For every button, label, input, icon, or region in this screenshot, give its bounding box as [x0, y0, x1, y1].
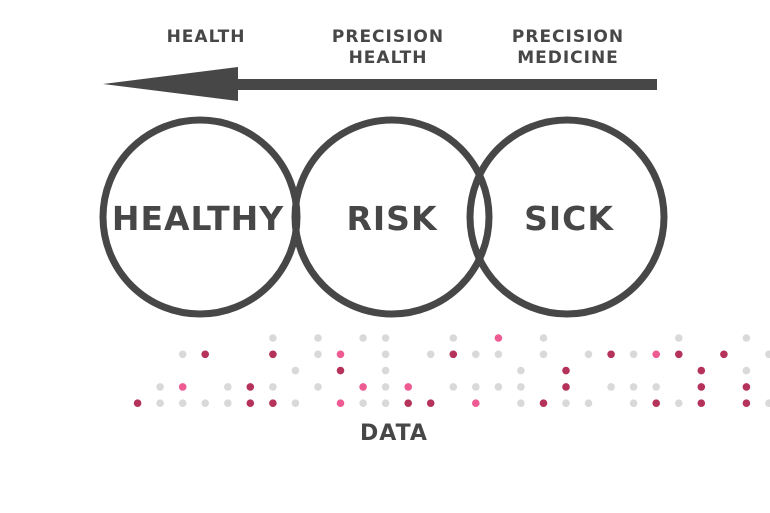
arrow-head [103, 67, 238, 101]
data-dot [652, 383, 660, 391]
data-dot [517, 366, 525, 375]
data-dot [336, 350, 345, 359]
data-dot [224, 399, 232, 408]
data-dot [314, 383, 322, 391]
data-dot [381, 383, 390, 391]
data-dot [517, 399, 525, 408]
data-dot [472, 383, 480, 391]
data-dot [765, 399, 770, 407]
data-dot [449, 350, 458, 359]
data-dot [291, 399, 300, 408]
data-dot [156, 383, 164, 391]
data-dot [494, 334, 503, 342]
data-dot [675, 399, 683, 408]
data-dot [336, 399, 345, 408]
data-dot [720, 350, 728, 359]
data-dot [607, 383, 615, 391]
data-dot [697, 399, 706, 408]
label-risk: RISK [346, 199, 437, 238]
data-dot [494, 350, 503, 359]
data-dot [201, 350, 209, 359]
data-dot [269, 350, 277, 359]
heading-precision-medicine-line1: PRECISION [512, 27, 624, 47]
data-dot [426, 350, 435, 359]
data-dot [381, 366, 390, 375]
data-dot [269, 334, 277, 342]
data-dot [607, 350, 615, 359]
data-dot [426, 399, 435, 408]
arrow-shaft [225, 79, 657, 90]
data-dot [381, 350, 390, 359]
data-dot [584, 350, 593, 359]
data-dot [517, 383, 525, 391]
heading-precision-health-line1: PRECISION [332, 27, 444, 47]
data-dot [675, 334, 683, 342]
data-dot [562, 399, 570, 408]
data-dot [336, 366, 345, 375]
data-dot [652, 399, 660, 408]
data-dot [742, 366, 751, 375]
data-dot [629, 383, 638, 391]
data-dot [449, 334, 458, 342]
data-dot [201, 399, 209, 408]
data-dot [381, 334, 390, 342]
data-dot [742, 383, 751, 391]
data-dot [629, 399, 638, 408]
data-dot [697, 366, 706, 375]
data-dot [742, 399, 751, 408]
data-dot [562, 383, 570, 391]
data-dot [178, 399, 187, 408]
circle-risk [291, 116, 493, 318]
label-healthy: HEALTHY [112, 199, 284, 238]
data-dot [472, 399, 480, 408]
data-dot [562, 366, 570, 375]
data-dot [675, 350, 683, 359]
data-dot [539, 334, 548, 342]
data-dot [539, 350, 548, 359]
data-dot [359, 383, 367, 391]
data-dot [404, 399, 413, 408]
label-sick: SICK [524, 199, 614, 238]
data-dot [291, 366, 300, 375]
data-dot [449, 383, 458, 391]
heading-precision-health-line2: HEALTH [349, 48, 428, 68]
data-dot [314, 350, 322, 359]
data-dot [156, 399, 164, 408]
data-dot [539, 399, 548, 408]
data-dot [629, 350, 638, 359]
data-dot [494, 383, 503, 391]
data-dot-matrix [133, 334, 770, 408]
data-dot [765, 350, 770, 359]
heading-health: HEALTH [167, 27, 246, 47]
data-dot [359, 399, 367, 408]
data-dot [584, 399, 593, 408]
data-dot [314, 334, 322, 342]
label-data: DATA [360, 421, 428, 446]
data-dot [652, 350, 660, 359]
data-dot [178, 383, 187, 391]
data-dot [246, 399, 255, 408]
data-dot [697, 383, 706, 391]
data-dot [269, 383, 277, 391]
left-arrow-icon [103, 67, 657, 101]
data-dot [246, 383, 255, 391]
data-dot [359, 334, 367, 342]
data-dot [404, 383, 413, 391]
data-dot [133, 399, 142, 408]
data-dot [224, 383, 232, 391]
data-dot [269, 399, 277, 408]
data-dot [178, 350, 187, 359]
data-dot [381, 399, 390, 408]
heading-precision-medicine-line2: MEDICINE [517, 48, 619, 68]
data-dot [472, 350, 480, 359]
circle-sick [466, 116, 668, 318]
data-dot [742, 334, 751, 342]
